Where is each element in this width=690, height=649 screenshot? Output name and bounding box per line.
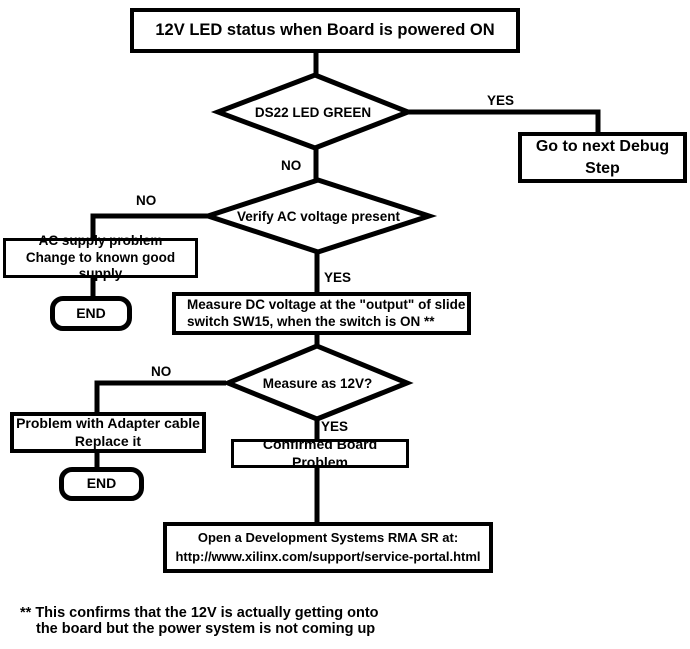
measure-dc-voltage-node: Measure DC voltage at the "output" of sl… — [172, 292, 471, 335]
connector-decision2-no — [90, 213, 212, 242]
footnote: ** This confirms that the 12V is actuall… — [20, 605, 379, 638]
end-terminator-2: END — [59, 467, 144, 501]
footnote-line2-text: the board but the power system is not co… — [36, 620, 376, 637]
end-terminator-2-label: END — [86, 475, 117, 492]
ac-supply-problem-line2: Change to known good supply — [25, 249, 176, 282]
confirmed-board-problem-node: Confirmed Board Problem — [231, 436, 409, 470]
edge-label-no-3: NO — [151, 364, 172, 379]
edge-label-yes-1: YES — [487, 93, 515, 108]
edge-label-yes-3: YES — [321, 419, 349, 434]
title-node: 12V LED status when Board is powered ON — [130, 8, 520, 53]
edge-label-yes-2: YES — [324, 270, 352, 285]
go-to-next-debug-node: Go to next Debug Step — [518, 132, 687, 183]
go-to-next-debug-line2: Step — [585, 159, 620, 177]
rma-service-request-node: Open a Development Systems RMA SR at: ht… — [163, 522, 493, 573]
connector-decision1-yes — [404, 109, 601, 136]
edge-label-no-1: NO — [281, 158, 302, 173]
title-node-label: 12V LED status when Board is powered ON — [155, 21, 495, 40]
decision1-diamond-shape — [210, 72, 415, 151]
footnote-line1: ** This confirms that the 12V is actuall… — [20, 605, 379, 622]
end-terminator-1: END — [50, 296, 132, 331]
ac-supply-problem-node: AC supply problem Change to known good s… — [3, 233, 198, 281]
adapter-cable-problem-node: Problem with Adapter cable Replace it — [10, 412, 206, 453]
measure-dc-voltage-line2: switch SW15, when the switch is ON ** — [187, 313, 435, 329]
rma-service-request-line1: Open a Development Systems RMA SR at: — [197, 530, 459, 546]
decision3-diamond-shape — [221, 343, 414, 422]
adapter-cable-problem-line2: Replace it — [74, 432, 142, 449]
footnote-line1-text: This confirms that the 12V is actually g… — [35, 605, 379, 621]
confirmed-board-problem-label: Confirmed Board Problem — [262, 436, 378, 470]
rma-service-request-url: http://www.xilinx.com/support/service-po… — [175, 548, 481, 564]
footnote-marker: ** — [20, 605, 32, 621]
decision2-diamond-shape — [199, 177, 438, 255]
end-terminator-1-label: END — [76, 304, 106, 321]
adapter-cable-problem-line1: Problem with Adapter cable — [16, 415, 200, 431]
connector-decision3-no — [94, 380, 226, 416]
footnote-line2: the board but the power system is not co… — [36, 620, 379, 638]
go-to-next-debug-line1: Go to next Debug — [535, 137, 670, 155]
ac-supply-problem-line1: AC supply problem — [38, 232, 163, 248]
measure-dc-voltage-line1: Measure DC voltage at the "output" of sl… — [187, 296, 466, 312]
edge-label-no-2: NO — [136, 193, 157, 208]
